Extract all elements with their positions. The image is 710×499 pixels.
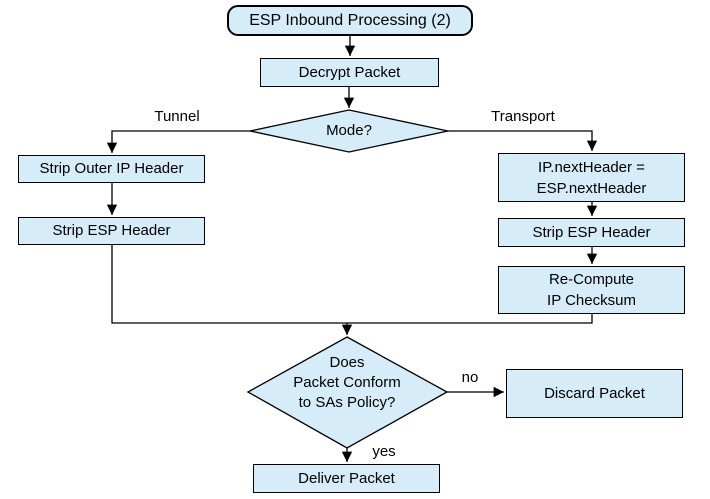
node-deliver-packet: Deliver Packet: [253, 464, 440, 493]
edge-merge-junction: [111, 245, 593, 324]
node-deliver-label: Deliver Packet: [298, 469, 395, 487]
node-mode-decision: [249, 109, 449, 153]
node-sa-policy-decision-label: Does Packet Conform to SAs Policy?: [262, 353, 432, 413]
node-ip-nextheader: IP.nextHeader = ESP.nextHeader: [498, 153, 685, 202]
node-discard-packet: Discard Packet: [506, 369, 683, 418]
node-strip-outer-label: Strip Outer IP Header: [39, 160, 184, 177]
sa-policy-line1: Does: [329, 354, 365, 371]
node-strip-esp-transport-label: Strip ESP Header: [532, 223, 651, 241]
node-start: ESP Inbound Processing (2): [227, 5, 473, 36]
node-mode-decision-label: Mode?: [326, 122, 372, 139]
node-strip-outer-ip-header: Strip Outer IP Header: [18, 155, 205, 183]
node-decrypt-label: Decrypt Packet: [298, 63, 401, 81]
edge-mode-transport: [448, 130, 598, 151]
node-recompute-line2: IP Checksum: [547, 292, 636, 309]
edge-label-yes: yes: [372, 443, 396, 460]
node-strip-esp-tunnel-label: Strip ESP Header: [52, 222, 171, 239]
node-recompute-line1: Re-Compute: [548, 271, 635, 288]
node-recompute-checksum: Re-Compute IP Checksum: [498, 266, 685, 314]
node-strip-esp-header-transport: Strip ESP Header: [498, 218, 685, 247]
edge-label-tunnel: Tunnel: [154, 108, 200, 125]
sa-policy-line3: to SAs Policy?: [298, 394, 396, 411]
node-sa-policy-decision: [246, 336, 449, 449]
node-start-label: ESP Inbound Processing (2): [249, 11, 451, 29]
edge-mode-tunnel: [106, 130, 250, 153]
node-discard-label: Discard Packet: [544, 384, 645, 402]
sa-policy-line2: Packet Conform: [293, 374, 401, 391]
node-ip-nextheader-line2: ESP.nextHeader: [536, 179, 647, 197]
edge-label-no: no: [461, 369, 479, 386]
node-decrypt-packet: Decrypt Packet: [260, 58, 439, 87]
node-ip-nextheader-line1: IP.nextHeader =: [538, 158, 645, 176]
edge-label-transport: Transport: [491, 108, 555, 125]
node-strip-esp-header-tunnel: Strip ESP Header: [18, 217, 205, 245]
